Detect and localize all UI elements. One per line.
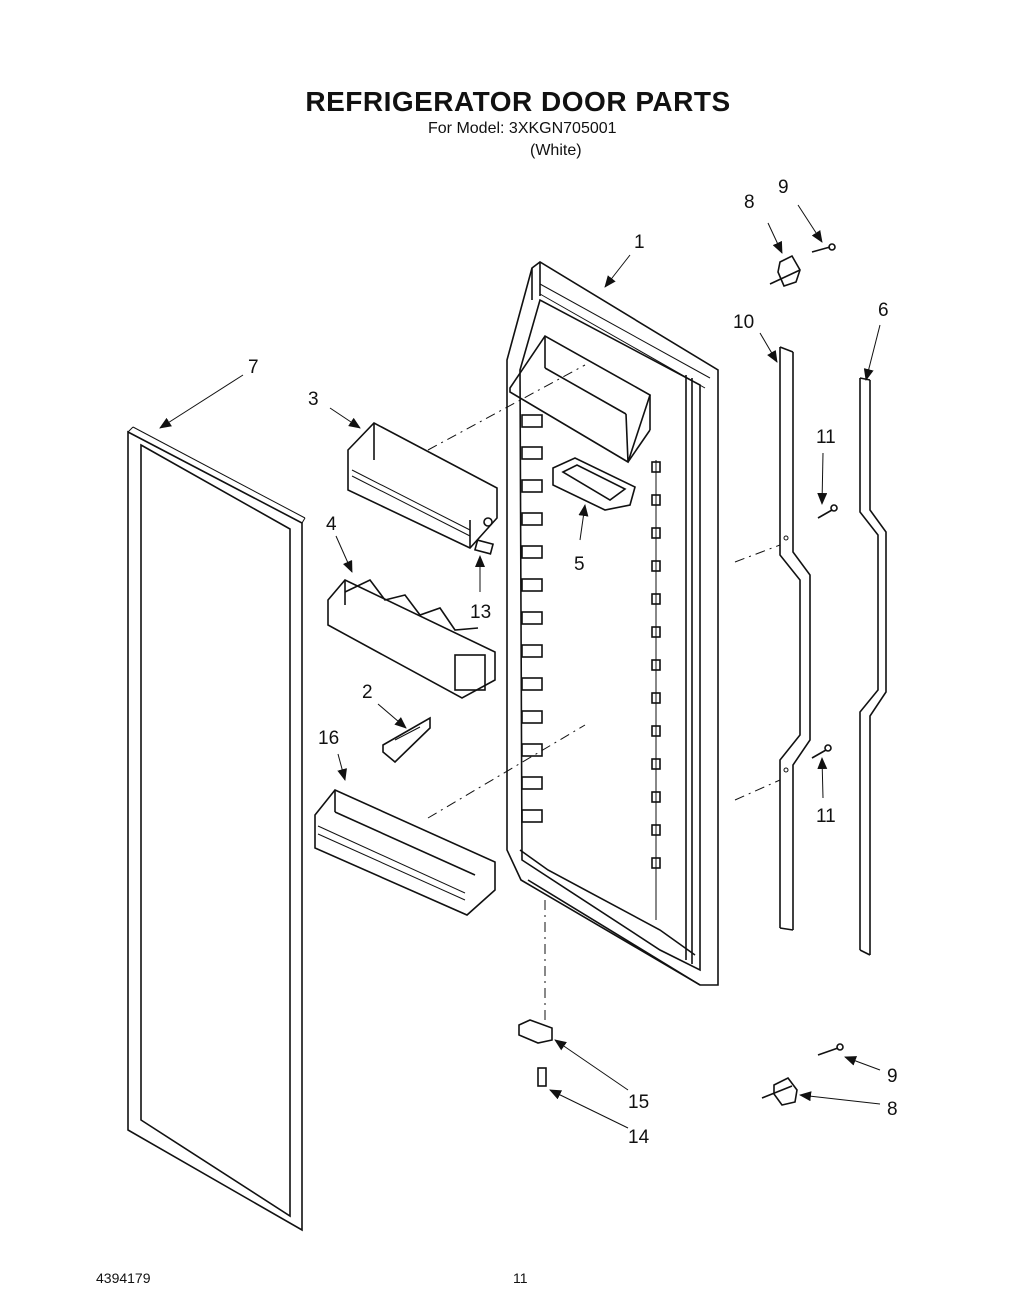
egg-tray-part: [327, 578, 496, 699]
callout-9-bottom: 9: [887, 1066, 898, 1087]
page-title: REFRIGERATOR DOOR PARTS: [305, 86, 731, 117]
utility-clip-part: [382, 716, 431, 764]
door-bin-part: [314, 789, 496, 916]
door-handle-part: [779, 346, 811, 931]
handle-screw-lower-part: [811, 744, 832, 759]
bottom-hinge-part: [518, 1019, 553, 1044]
callout-5: 5: [574, 554, 585, 575]
top-handle-cap-part: [769, 243, 836, 287]
callout-1: 1: [634, 232, 645, 253]
door-liner-part: [506, 261, 719, 986]
callout-15: 15: [628, 1092, 649, 1113]
callout-labels: 1 2 3 4 5 6 7 8 9 10 11 11 13 14 15 16 9…: [248, 177, 898, 1148]
callout-4: 4: [326, 514, 337, 535]
model-color: (White): [530, 142, 582, 159]
callout-16: 16: [318, 728, 339, 749]
leader-arrows: [159, 204, 881, 1129]
small-bin-part: [552, 457, 636, 511]
handle-screw-upper-part: [817, 504, 838, 519]
callout-3: 3: [308, 389, 319, 410]
callout-6: 6: [878, 300, 889, 321]
document-number: 4394179: [96, 1270, 151, 1286]
callout-13: 13: [470, 602, 491, 623]
model-number: For Model: 3XKGN705001: [428, 120, 617, 137]
callout-14: 14: [628, 1127, 650, 1148]
bottom-handle-cap-part: [761, 1043, 844, 1106]
page-number: 11: [513, 1270, 528, 1286]
callout-8-top: 8: [744, 192, 755, 213]
callout-2: 2: [362, 682, 373, 703]
hinge-screw-part: [537, 1067, 547, 1087]
dairy-door-part: [347, 422, 498, 549]
handle-trim-part: [859, 377, 887, 956]
callout-10: 10: [733, 312, 754, 333]
assembly-lines: [427, 364, 781, 1022]
callout-7: 7: [248, 357, 259, 378]
callout-9-top: 9: [778, 177, 789, 198]
callout-11-upper: 11: [816, 427, 836, 448]
callout-8-bottom: 8: [887, 1099, 898, 1120]
dairy-hinge-part: [473, 539, 495, 555]
door-gasket-part: [127, 426, 306, 1232]
callout-11-lower: 11: [816, 806, 836, 827]
